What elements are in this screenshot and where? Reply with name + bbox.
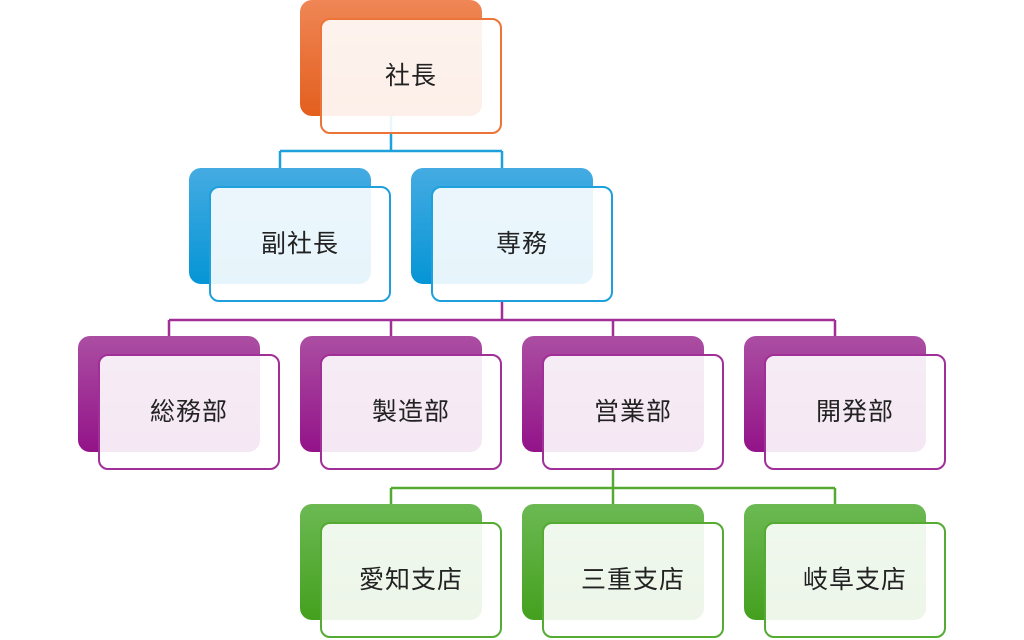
node-development[interactable]: 開発部 [744,336,946,470]
node-label: 三重支店 [580,565,685,594]
node-manufacturing[interactable]: 製造部 [300,336,502,470]
node-label: 製造部 [371,397,450,426]
connector-senior-director [167,302,837,336]
node-gifu-branch[interactable]: 岐阜支店 [744,504,946,638]
node-label: 専務 [495,229,548,258]
node-president[interactable]: 社長 [300,0,502,134]
node-label: 開発部 [815,397,894,426]
node-label: 社長 [384,61,437,90]
node-label: 総務部 [149,397,228,426]
node-label: 岐阜支店 [802,565,907,594]
node-vice-president[interactable]: 副社長 [189,168,391,302]
node-label: 副社長 [260,229,339,258]
node-general-affairs[interactable]: 総務部 [78,336,280,470]
node-aichi-branch[interactable]: 愛知支店 [300,504,502,638]
connector-sales [389,470,837,504]
node-label: 愛知支店 [358,565,463,594]
node-sales[interactable]: 営業部 [522,336,724,470]
node-senior-director[interactable]: 専務 [411,168,613,302]
node-mie-branch[interactable]: 三重支店 [522,504,724,638]
node-label: 営業部 [593,397,672,426]
